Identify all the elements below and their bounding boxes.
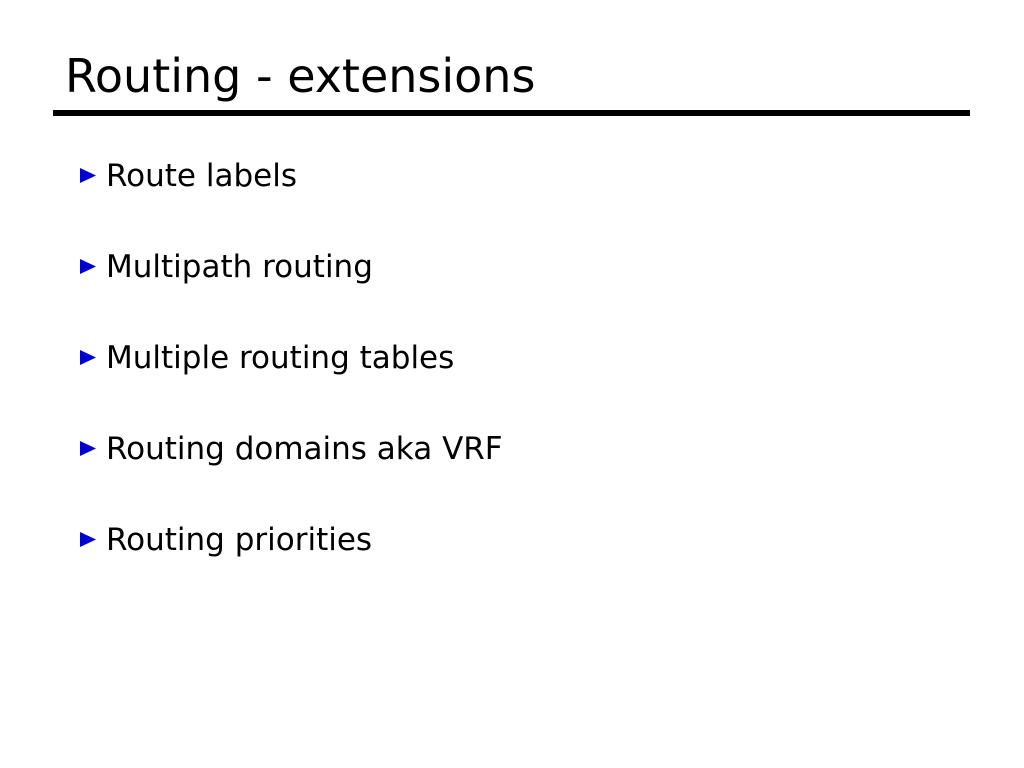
list-item: Routing priorities	[79, 519, 979, 610]
triangle-right-icon	[79, 439, 98, 458]
list-item: Route labels	[79, 155, 979, 246]
title-block: Routing - extensions	[53, 48, 970, 116]
list-item: Multipath routing	[79, 246, 979, 337]
triangle-right-icon	[79, 348, 98, 367]
triangle-right-icon	[79, 166, 98, 185]
triangle-right-icon	[79, 530, 98, 549]
bullet-label: Routing priorities	[106, 522, 373, 558]
triangle-right-icon	[79, 257, 98, 276]
bullet-label: Routing domains aka VRF	[106, 431, 503, 467]
bullet-label: Route labels	[106, 158, 297, 194]
bullet-label: Multiple routing tables	[106, 340, 455, 376]
list-item: Multiple routing tables	[79, 337, 979, 428]
list-item: Routing domains aka VRF	[79, 428, 979, 519]
slide-title: Routing - extensions	[65, 49, 536, 103]
bullet-label: Multipath routing	[106, 249, 373, 285]
title-underline-rule	[53, 110, 970, 116]
bullet-list: Route labels Multipath routing Multiple …	[79, 155, 979, 610]
